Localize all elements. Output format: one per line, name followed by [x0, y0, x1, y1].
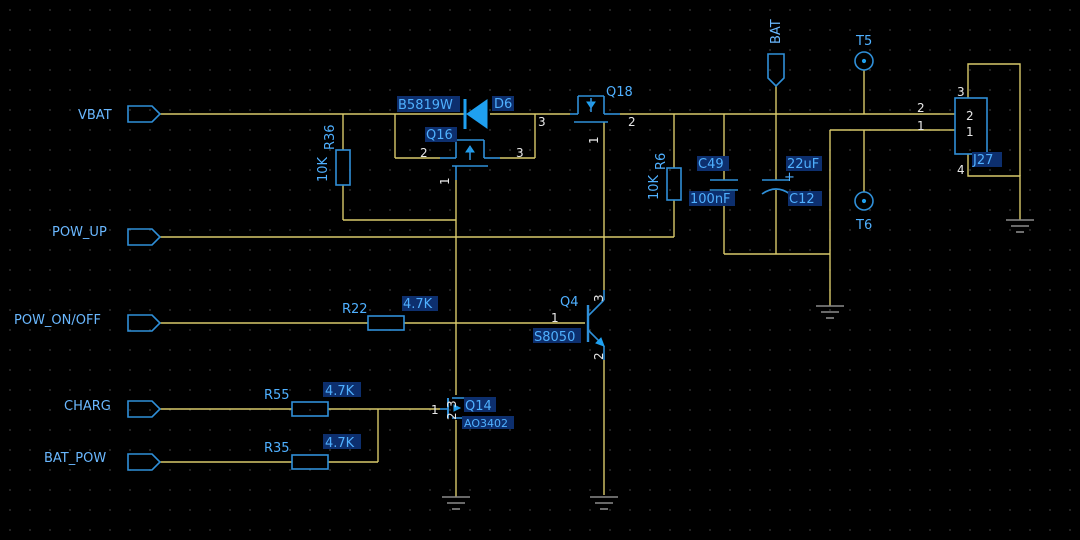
r55-value: 4.7K: [325, 384, 355, 399]
q4-pin3: 3: [592, 294, 606, 302]
net-port-bat-pow[interactable]: BAT_POW: [44, 451, 162, 471]
q18-pin1: 1: [587, 136, 601, 144]
r36-ref: R36: [323, 124, 338, 150]
mosfet-q14[interactable]: 1 3 2 Q14 AO3402: [431, 397, 514, 430]
q16-pin3: 3: [516, 146, 524, 160]
c49-value: 100nF: [690, 192, 731, 207]
j27-pin1: 1: [966, 125, 974, 139]
q4-pin1: 1: [551, 311, 559, 325]
net-port-bat[interactable]: BAT: [767, 19, 785, 88]
net-port-pow-up[interactable]: POW_UP: [52, 225, 162, 246]
d6-value: B5819W: [398, 98, 453, 113]
q14-value: AO3402: [464, 417, 508, 430]
r55-ref: R55: [264, 388, 290, 403]
q18-ref: Q18: [606, 85, 633, 100]
j27-pin3: 3: [957, 85, 965, 99]
j27-ref: J27: [972, 153, 993, 168]
mosfet-q16[interactable]: Q16 2 3 1: [420, 127, 524, 185]
j27-ext-pin1: 1: [917, 119, 925, 133]
q4-pin2: 2: [592, 352, 606, 360]
t6-ref: T6: [855, 218, 872, 233]
net-label-pow-onoff: POW_ON/OFF: [14, 313, 101, 328]
q4-value: S8050: [534, 330, 575, 345]
q16-pin2: 2: [420, 146, 428, 160]
transistor-q4[interactable]: Q4 S8050 1 3 2: [533, 290, 606, 360]
c12-value: 22uF: [787, 157, 819, 172]
q18-pin3: 3: [538, 115, 546, 129]
q14-pin1: 1: [431, 403, 439, 417]
r6-ref: R6: [654, 153, 669, 170]
j27-ext-pin2: 2: [917, 101, 925, 115]
r6-value: 10K: [647, 174, 662, 200]
ground-symbol-caps: [816, 305, 844, 319]
q16-ref: Q16: [426, 128, 453, 143]
net-label-bat: BAT: [769, 19, 784, 44]
j27-pin2: 2: [966, 109, 974, 123]
resistor-r55[interactable]: R55 4.7K: [264, 382, 361, 417]
net-label-pow-up: POW_UP: [52, 225, 107, 240]
r22-value: 4.7K: [403, 297, 433, 312]
resistor-r6[interactable]: R6 10K: [647, 153, 682, 201]
j27-pin4: 4: [957, 163, 965, 177]
net-label-bat-pow: BAT_POW: [44, 451, 106, 466]
net-port-pow-onoff[interactable]: POW_ON/OFF: [14, 313, 162, 332]
test-point-t5[interactable]: T5: [854, 34, 874, 71]
q18-pin2: 2: [628, 115, 636, 129]
net-port-vbat[interactable]: VBAT: [78, 105, 162, 123]
r35-value: 4.7K: [325, 436, 355, 451]
q14-ref: Q14: [465, 399, 492, 414]
capacitor-c49[interactable]: C49 100nF: [689, 156, 738, 207]
resistor-r36[interactable]: R36 10K: [316, 124, 351, 186]
mosfet-q18[interactable]: Q18 3 2 1: [538, 85, 636, 144]
test-point-t6[interactable]: T6: [854, 191, 874, 233]
diode-d6[interactable]: B5819W D6: [397, 96, 514, 129]
ground-symbol-q4: [590, 496, 618, 510]
r35-ref: R35: [264, 441, 290, 456]
connector-j27[interactable]: 2 1 3 4 2 1 J27: [917, 85, 1002, 177]
c12-polarity: +: [784, 170, 795, 185]
t5-ref: T5: [855, 34, 872, 49]
d6-ref: D6: [494, 97, 512, 112]
q14-pin3: 3: [445, 400, 459, 408]
net-port-charg[interactable]: CHARG: [64, 399, 162, 418]
r36-value: 10K: [316, 156, 331, 182]
net-label-vbat: VBAT: [78, 108, 112, 123]
c49-ref: C49: [698, 157, 724, 172]
q4-ref: Q4: [560, 295, 579, 310]
resistor-r35[interactable]: R35 4.7K: [264, 434, 361, 470]
r22-ref: R22: [342, 302, 368, 317]
resistor-r22[interactable]: R22 4.7K: [342, 296, 438, 331]
ground-symbol-j27: [1006, 219, 1034, 233]
net-label-charg: CHARG: [64, 399, 111, 414]
ground-symbol-q14: [442, 495, 470, 510]
q16-pin1: 1: [438, 177, 452, 185]
q14-pin2: 2: [445, 412, 459, 420]
wires: [160, 63, 1021, 495]
capacitor-c12[interactable]: + 22uF C12: [761, 156, 822, 207]
c12-ref: C12: [789, 192, 815, 207]
